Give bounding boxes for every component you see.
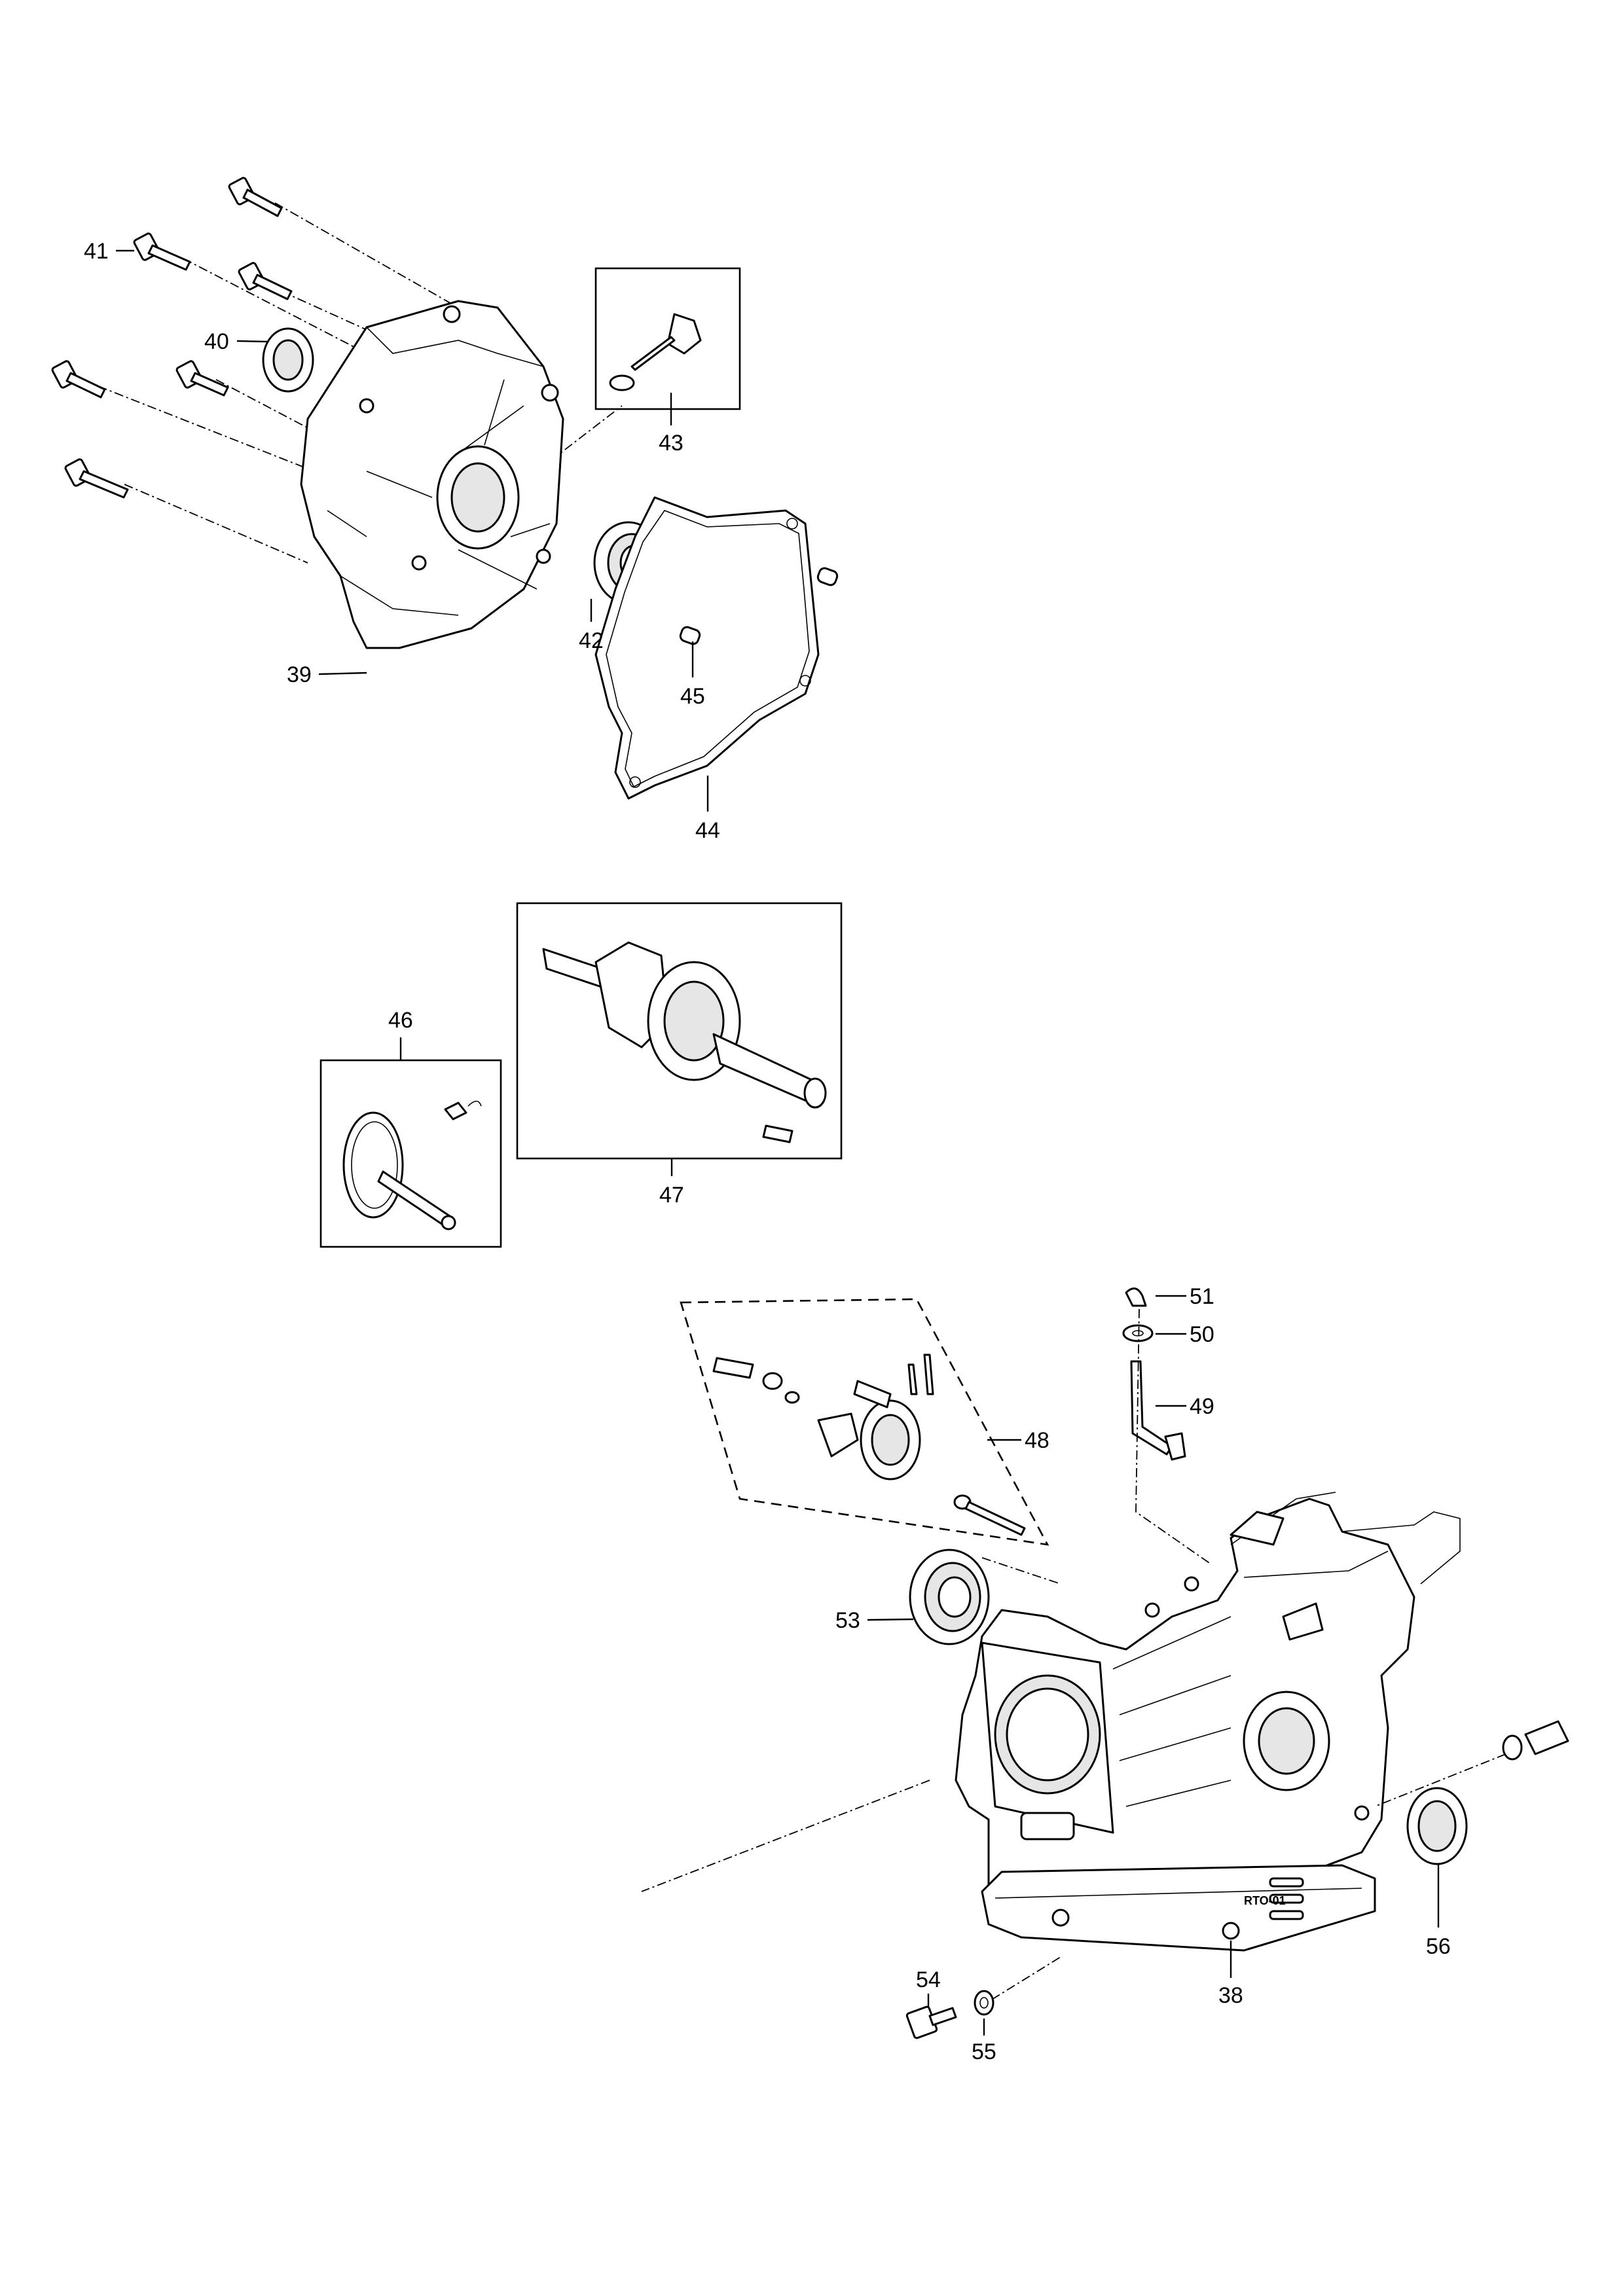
callout-40: 40 [204,329,229,354]
casting-mark: RTO-01 [1244,1894,1286,1907]
bearing-icon [909,1549,990,1645]
callout-55: 55 [972,2039,996,2064]
callout-45: 45 [680,684,705,709]
crankshaft-box [516,902,843,1160]
washer-icon [974,1990,994,2016]
callout-54: 54 [916,1967,941,1992]
bolt-icon [238,262,293,300]
dowel-pin-icon [679,626,701,645]
camshaft-box [319,1059,502,1248]
crankcase-cover-group [51,177,839,800]
crankcase-icon: RTO-01 [955,1492,1461,1952]
clip-icon [1125,1287,1147,1307]
callout-leaders [116,249,1440,2036]
governor-assembly-icon [712,1354,1026,1536]
callout-numbers: 39 40 41 42 43 44 45 46 47 48 49 50 51 5… [84,239,1451,2064]
callout-44: 44 [695,818,720,843]
oil-seal-icon [262,327,314,393]
oil-seal-icon [1406,1787,1468,1865]
callout-51: 51 [1190,1284,1214,1309]
crankshaft-camshaft-group [319,902,843,1248]
plug-icon [1502,1720,1569,1761]
callout-41: 41 [84,239,109,264]
oil-filler-cap-box [594,267,741,410]
bolt-icon [175,360,229,397]
crankcase-group: RTO-01 [641,1287,1569,2039]
governor-arm-icon [1130,1360,1186,1461]
bolt-icon [228,177,283,217]
dowel-pin-icon [816,567,839,586]
gasket-icon [594,496,820,800]
oil-dipstick-icon [609,313,702,391]
crankcase-cover-icon [300,300,564,649]
drain-plug-icon [905,2005,957,2039]
governor-assembly-box [680,1298,1049,1546]
crankshaft-icon [542,941,827,1143]
callout-56: 56 [1426,1934,1451,1959]
callout-38: 38 [1218,1983,1243,2008]
bolt-icon [51,360,106,399]
callout-39: 39 [287,662,312,687]
callout-49: 49 [1190,1394,1214,1419]
callout-47: 47 [659,1183,684,1208]
bolt-icon [64,458,129,499]
callout-50: 50 [1190,1322,1214,1347]
callout-46: 46 [388,1008,413,1033]
callout-43: 43 [659,431,684,456]
callout-53: 53 [835,1608,860,1633]
washer-icon [1122,1324,1154,1342]
callout-48: 48 [1025,1428,1049,1453]
camshaft-gear-icon [342,1100,482,1230]
bolt-icon [133,232,191,271]
callout-42: 42 [579,628,604,653]
